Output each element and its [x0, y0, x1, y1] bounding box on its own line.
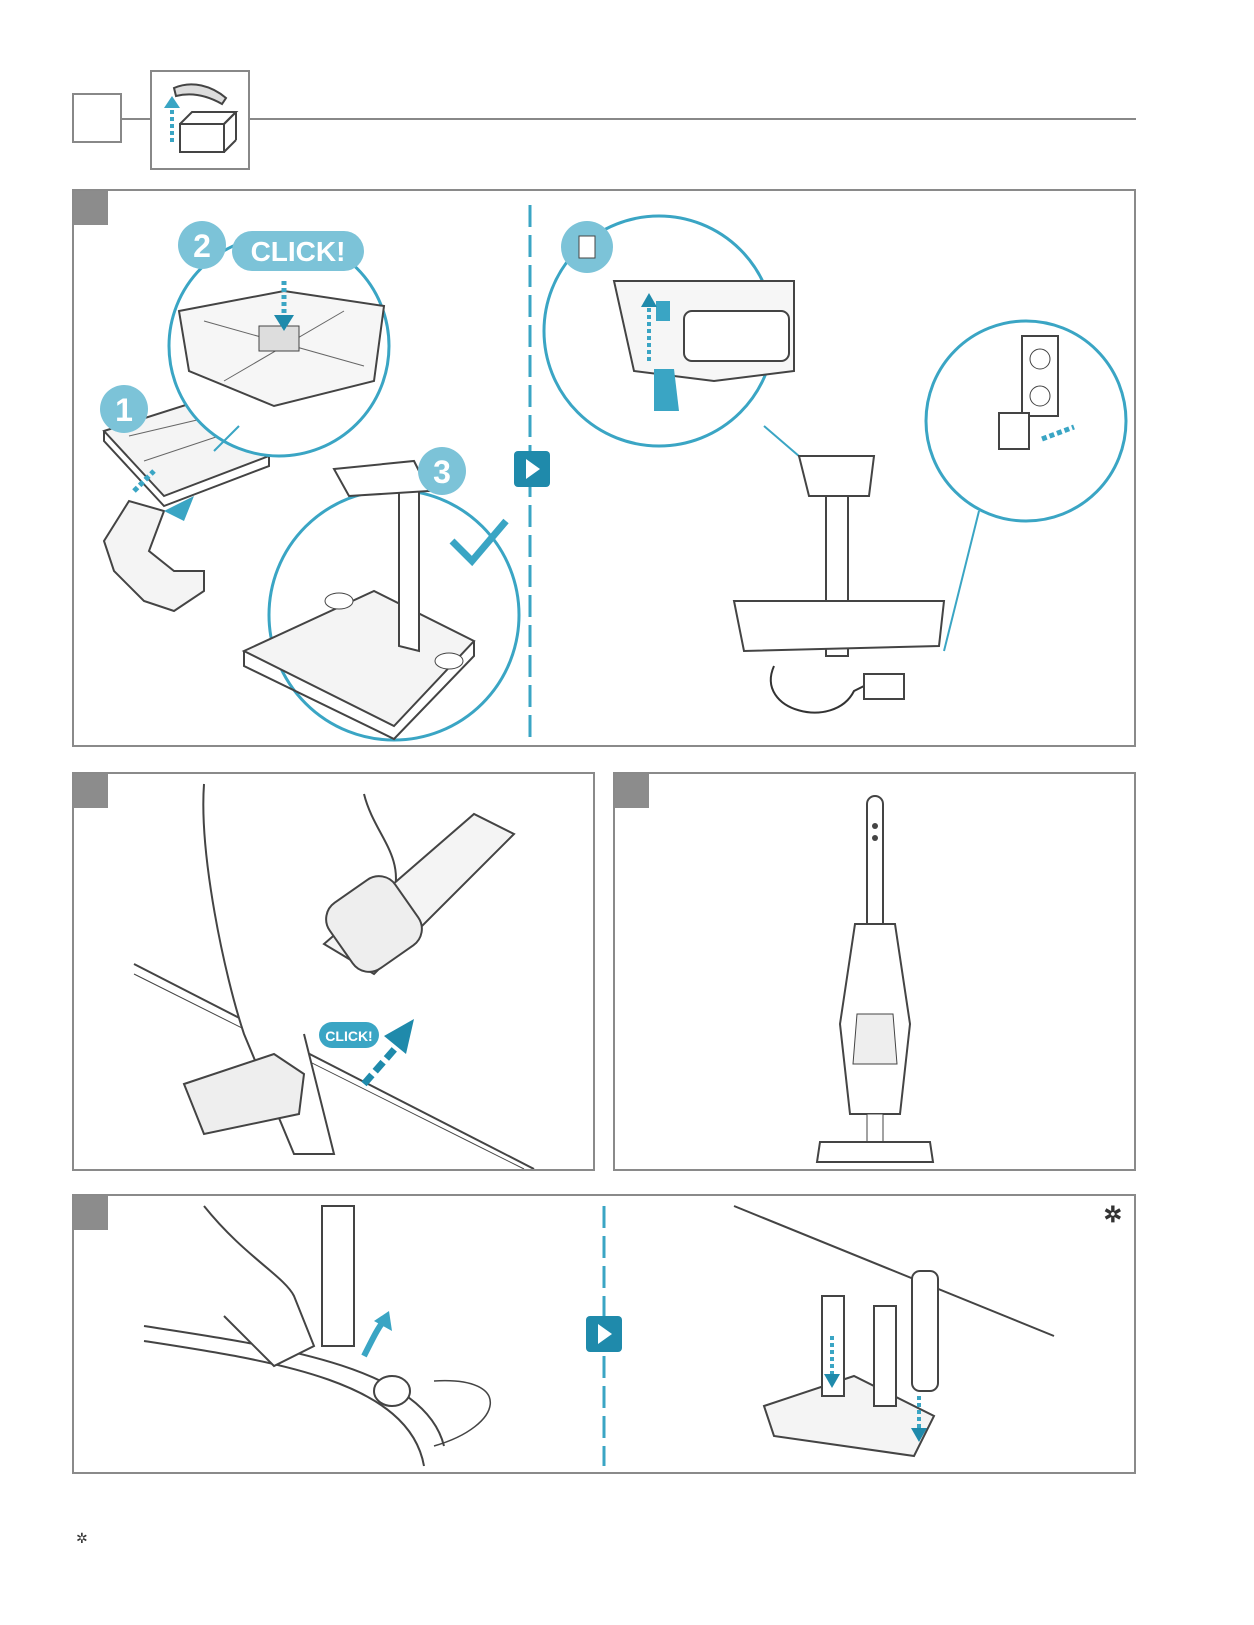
unpack-box-icon	[152, 72, 248, 168]
panel-assembly-illustration: 1 2 CLICK! 3	[74, 191, 1134, 745]
header-connector	[122, 118, 150, 120]
panel-accessories-illustration	[74, 1196, 1134, 1472]
panel-upright	[613, 772, 1136, 1171]
click-text: CLICK!	[251, 236, 346, 267]
charger-adapter-icon	[999, 413, 1029, 449]
header-rule	[250, 118, 1136, 120]
asterisk-icon: ✲	[1104, 1202, 1122, 1228]
panel-assembly: 1 2 CLICK! 3	[72, 189, 1136, 747]
click-text: CLICK!	[325, 1028, 372, 1044]
footnote-symbol: ✲	[76, 1530, 88, 1546]
step-2-label: 2	[193, 228, 211, 264]
panel-attach-vacuum: CLICK!	[72, 772, 595, 1171]
stand-pole-icon	[244, 461, 519, 740]
wall-socket-icon	[1022, 336, 1058, 416]
wall-socket-zoom	[926, 321, 1126, 651]
panel-accessories: ✲	[72, 1194, 1136, 1474]
footnote: ✲	[76, 1530, 88, 1547]
upright-vacuum-icon	[615, 774, 1134, 1169]
remove-cap-icon	[144, 1206, 490, 1466]
step-number-box	[72, 93, 122, 143]
step-3-label: 3	[433, 454, 451, 490]
charging-stand-icon	[734, 456, 944, 713]
accessory-holder-icon	[734, 1206, 1054, 1456]
step-1-label: 1	[115, 392, 133, 428]
header-icon-box	[150, 70, 250, 170]
vacuum-attach-icon: CLICK!	[74, 774, 593, 1169]
